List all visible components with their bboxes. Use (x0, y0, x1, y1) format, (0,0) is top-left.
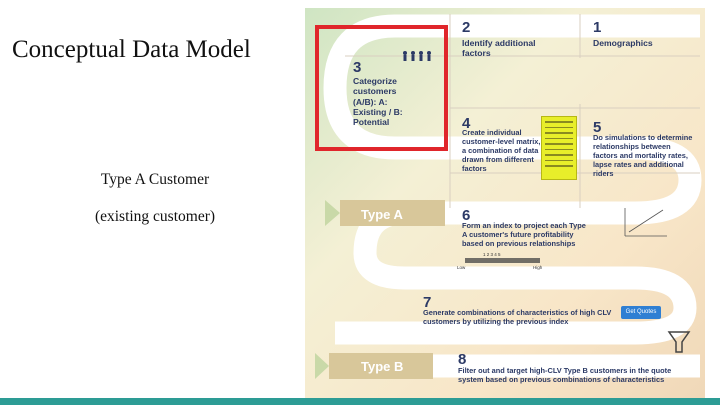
step-5-number: 5 (593, 119, 602, 136)
step-6-number: 6 (462, 207, 471, 224)
scatter-mini-icon (624, 208, 667, 237)
step-6-text: Form an index to project each Type A cus… (462, 221, 586, 248)
caption-type-a: Type A Customer (100, 171, 210, 188)
process-infographic: 1 Demographics 2 Identify additional fac… (305, 8, 705, 398)
data-sheet-icon (541, 116, 577, 180)
type-a-label: Type A (361, 207, 403, 222)
people-icon (403, 51, 431, 61)
step-4-text: Create individual customer-level matrix,… (462, 128, 541, 173)
get-quotes-button[interactable]: Get Quotes (621, 306, 661, 319)
slide-title: Conceptual Data Model (12, 36, 251, 63)
step-8-text: Filter out and target high-CLV Type B cu… (458, 366, 672, 384)
step-2-text: Identify additional factors (462, 38, 536, 59)
scale-low-label: Low (457, 265, 466, 270)
type-b-label: Type B (361, 359, 404, 374)
step-5-text: Do simulations to determine relationship… (593, 133, 693, 178)
step-7-text: Generate combinations of characteristics… (423, 308, 612, 326)
funnel-icon (667, 331, 691, 353)
step-3-highlight (315, 25, 448, 151)
step-2-number: 2 (462, 19, 471, 36)
step-7-number: 7 (423, 294, 432, 311)
step-8-number: 8 (458, 351, 467, 368)
bottom-accent-bar (0, 398, 720, 405)
scale-high-label: High (533, 265, 543, 270)
step-3-number: 3 (353, 59, 362, 76)
caption-existing: (existing customer) (94, 208, 216, 225)
step-4-number: 4 (462, 115, 471, 132)
step-1-number: 1 (593, 19, 602, 36)
step-3-text: Categorize customers (A/B): A: Existing … (353, 76, 403, 128)
scale-ticks: 1 2 3 4 5 (483, 252, 501, 257)
step-1-text: Demographics (593, 38, 653, 48)
